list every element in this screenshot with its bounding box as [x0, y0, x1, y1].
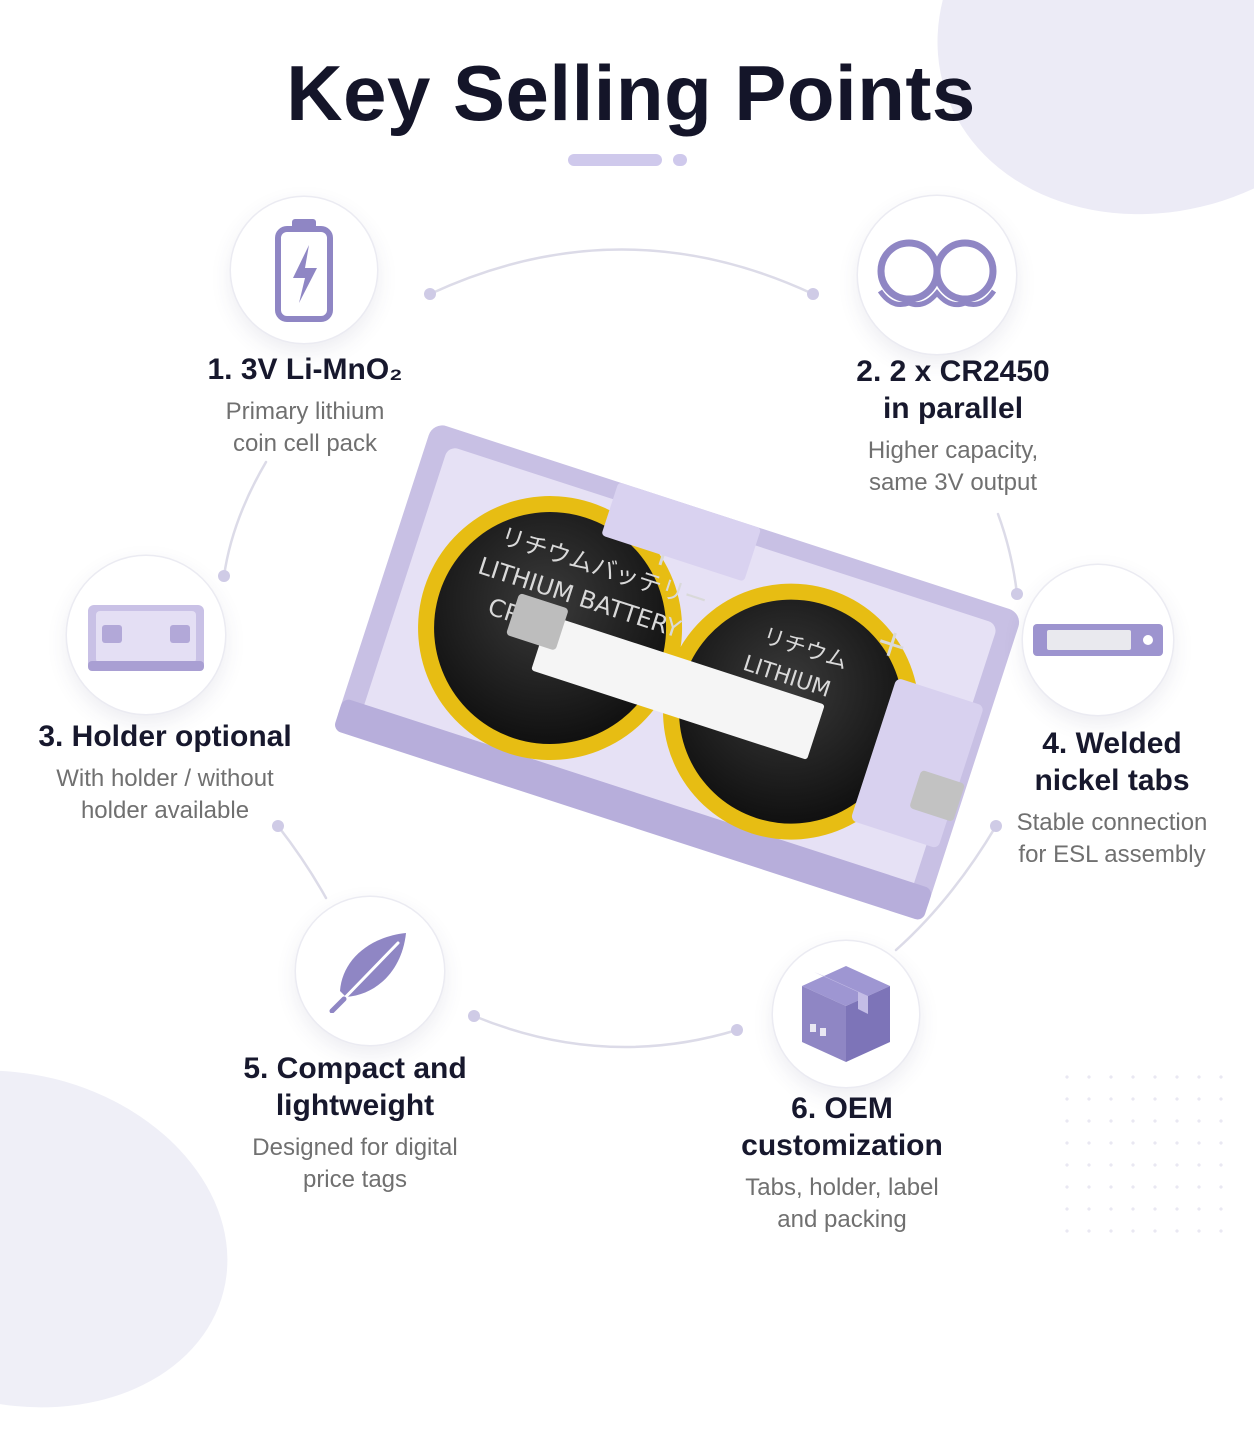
- feature-4-icon-circle: [1023, 565, 1173, 715]
- feature-2-desc: Higher capacity, same 3V output: [867, 437, 1039, 496]
- arc-dot: [1011, 588, 1023, 600]
- feature-5-desc: Designed for digital price tags: [252, 1134, 458, 1193]
- feature-4-desc: Stable connection for ESL assembly: [1016, 809, 1208, 868]
- arc-dot: [272, 820, 284, 832]
- feature-3-title: 3. Holder optional: [38, 720, 292, 753]
- feature-2-icon-circle: [858, 196, 1016, 354]
- decorative-dot-grid: [1056, 1066, 1236, 1236]
- arc-left-upper: [222, 460, 268, 578]
- feature-3-desc: With holder / without holder available: [56, 765, 274, 824]
- feather-icon: [329, 933, 406, 1013]
- parallel-coin-cells-icon: [877, 239, 997, 308]
- title-underline-dot: [673, 154, 687, 166]
- arc-dot: [990, 820, 1002, 832]
- arc-dot: [424, 288, 436, 300]
- feature-5: 5. Compact and lightweight Designed for …: [210, 1050, 500, 1196]
- feature-6-desc: Tabs, holder, label and packing: [745, 1174, 939, 1233]
- feature-4: 4. Welded nickel tabs Stable connection …: [1000, 725, 1224, 871]
- arc-dot: [731, 1024, 743, 1036]
- feature-3-icon-circle: [67, 556, 225, 714]
- arc-bottom: [472, 1014, 739, 1049]
- feature-1: 1. 3V Li-MnO₂ Primary lithium coin cell …: [160, 351, 450, 460]
- feature-1-icon-circle: [231, 197, 377, 343]
- arc-right-upper: [996, 512, 1019, 596]
- feature-5-title: 5. Compact and lightweight: [243, 1052, 467, 1122]
- battery-bolt-icon: [275, 219, 333, 322]
- arc-top: [428, 248, 815, 296]
- arc-dot: [218, 570, 230, 582]
- package-box-icon: [802, 966, 890, 1062]
- connector-arcs: [218, 248, 1023, 1049]
- arc-left-lower: [276, 824, 328, 900]
- feature-2-title: 2. 2 x CR2450 in parallel: [856, 355, 1050, 425]
- product-battery-pack-image: リチウムバッテリー LITHIUM BATTERY CR2450H リチウム L…: [335, 425, 1020, 920]
- feature-6-title: 6. OEM customization: [741, 1092, 943, 1162]
- arc-dot: [807, 288, 819, 300]
- nickel-tab-right: [910, 770, 965, 821]
- battery-holder-icon: [88, 605, 204, 671]
- feature-3: 3. Holder optional With holder / without…: [20, 718, 310, 827]
- nickel-tab-left: [506, 593, 568, 650]
- arc-dot: [468, 1010, 480, 1022]
- feature-1-title: 1. 3V Li-MnO₂: [207, 353, 403, 386]
- holder-clip-top: [602, 483, 761, 581]
- feature-1-desc: Primary lithium coin cell pack: [225, 398, 385, 457]
- feature-2: 2. 2 x CR2450 in parallel Higher capacit…: [800, 353, 1106, 499]
- page-title: Key Selling Points: [286, 49, 976, 137]
- arc-right-lower: [894, 824, 998, 952]
- title-underline-bar: [568, 154, 662, 166]
- nickel-strip: [531, 615, 825, 760]
- feature-5-icon-circle: [296, 897, 444, 1045]
- feature-6: 6. OEM customization Tabs, holder, label…: [700, 1090, 984, 1236]
- feature-6-icon-circle: [773, 941, 919, 1087]
- feature-4-title: 4. Welded nickel tabs: [1034, 727, 1190, 797]
- nickel-tab-icon: [1033, 624, 1163, 656]
